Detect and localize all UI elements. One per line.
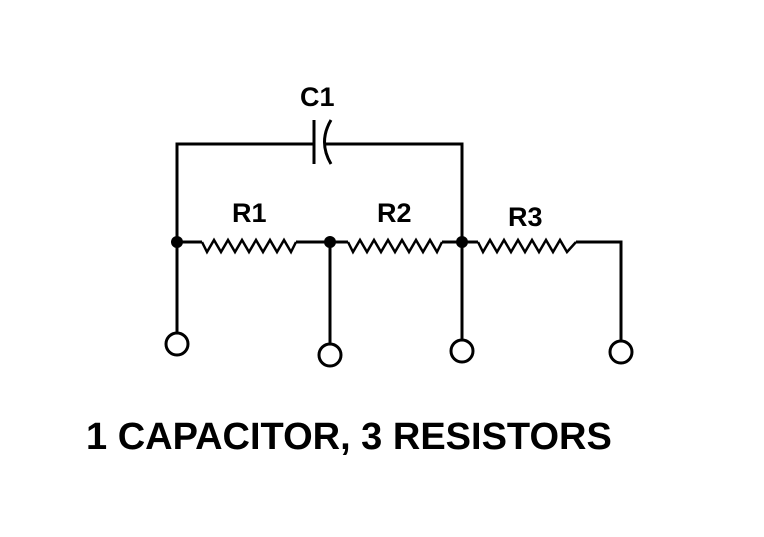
capacitor-label-c1: C1 bbox=[300, 82, 335, 112]
resistor-r1 bbox=[200, 237, 298, 255]
terminal-4 bbox=[608, 339, 634, 365]
capacitor-plate-curved bbox=[323, 119, 333, 165]
junction-node-2 bbox=[324, 236, 336, 248]
terminal-2 bbox=[317, 342, 343, 368]
capacitor-left-wire bbox=[175, 142, 314, 242]
junction-node-1 bbox=[171, 236, 183, 248]
resistor-label-r1: R1 bbox=[232, 198, 267, 228]
resistor-label-r2: R2 bbox=[377, 198, 412, 228]
resistor-r2 bbox=[346, 237, 444, 255]
resistor-label-r3: R3 bbox=[508, 202, 543, 232]
terminal-1 bbox=[164, 331, 190, 357]
resistor-r3 bbox=[476, 237, 577, 255]
junction-node-3 bbox=[456, 236, 468, 248]
capacitor-right-wire bbox=[326, 142, 464, 242]
terminal-3 bbox=[449, 338, 475, 364]
diagram-caption: 1 CAPACITOR, 3 RESISTORS bbox=[86, 416, 612, 458]
r3-lead-right bbox=[576, 240, 623, 341]
